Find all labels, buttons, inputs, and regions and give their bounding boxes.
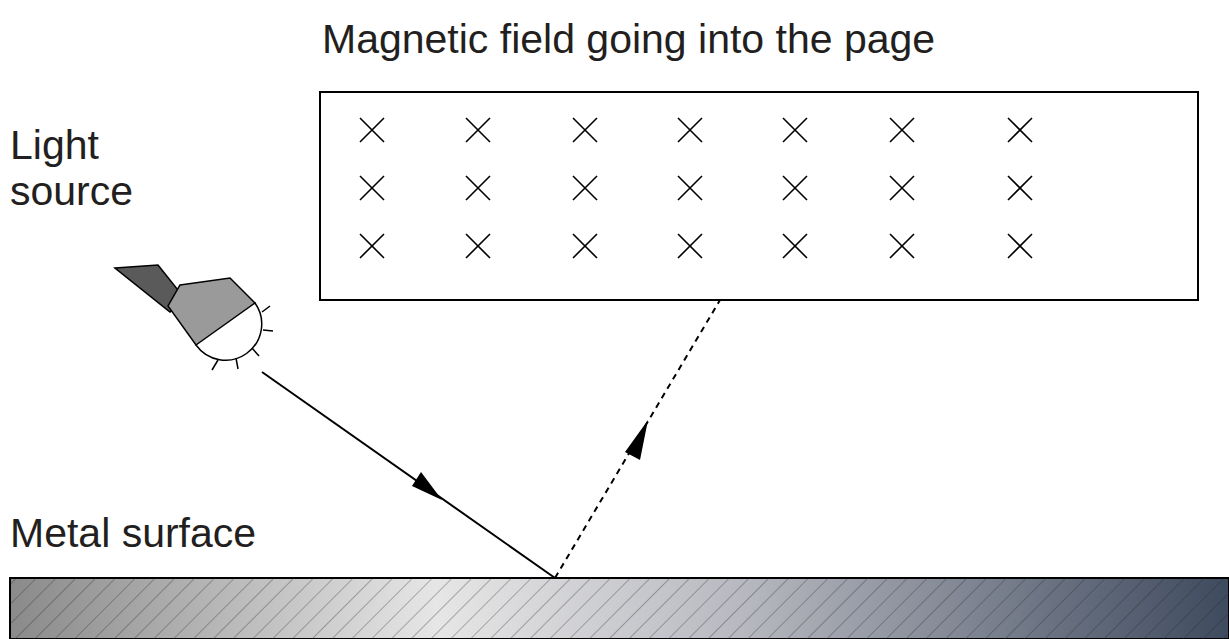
field-region	[320, 92, 1198, 300]
field-cross	[1008, 118, 1032, 142]
surface-label: Metal surface	[10, 510, 256, 556]
field-cross	[890, 234, 914, 258]
light-source-icon	[115, 265, 273, 370]
field-cross	[890, 118, 914, 142]
field-cross	[466, 234, 490, 258]
field-cross	[678, 118, 702, 142]
field-cross	[573, 118, 597, 142]
field-cross	[1008, 176, 1032, 200]
field-cross	[783, 118, 807, 142]
metal-surface	[10, 578, 1229, 639]
field-cross	[783, 176, 807, 200]
field-cross	[678, 234, 702, 258]
incident-ray	[262, 372, 555, 578]
field-cross	[783, 234, 807, 258]
field-cross	[573, 176, 597, 200]
field-cross	[890, 176, 914, 200]
field-cross	[678, 176, 702, 200]
electron-path	[555, 300, 720, 578]
field-cross	[466, 176, 490, 200]
field-cross	[360, 176, 384, 200]
field-cross	[573, 234, 597, 258]
field-cross	[1008, 234, 1032, 258]
field-caption: Magnetic field going into the page	[322, 16, 935, 62]
source-label: Light source	[10, 122, 180, 214]
field-cross	[360, 118, 384, 142]
field-cross	[466, 118, 490, 142]
field-cross	[360, 234, 384, 258]
